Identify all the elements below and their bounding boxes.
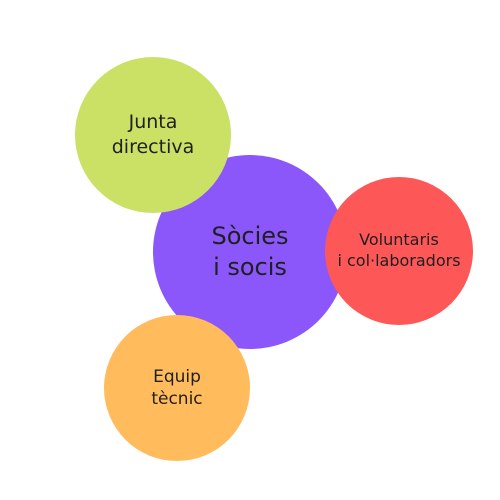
board-circle-line-2: directiva — [111, 136, 195, 158]
main-circle-line-1: Sòcies — [211, 221, 289, 250]
team-circle-label: Equip tècnic — [151, 366, 202, 410]
main-circle-line-2: i socis — [213, 253, 287, 281]
main-circle-label: Sòcies i socis — [211, 221, 288, 283]
volunteers-circle-label: Voluntaris i col·laboradors — [337, 230, 460, 272]
board-circle-label: Junta directiva — [112, 110, 195, 159]
team-circle: Equip tècnic — [104, 315, 250, 461]
team-circle-line-2: tècnic — [151, 389, 203, 409]
volunteers-circle-line-1: Voluntaris — [359, 230, 439, 250]
board-circle: Junta directiva — [75, 57, 231, 213]
volunteers-circle-line-2: i col·laboradors — [337, 251, 461, 270]
board-circle-line-1: Junta — [128, 111, 178, 134]
team-circle-line-1: Equip — [153, 366, 201, 387]
volunteers-circle: Voluntaris i col·laboradors — [325, 177, 473, 325]
